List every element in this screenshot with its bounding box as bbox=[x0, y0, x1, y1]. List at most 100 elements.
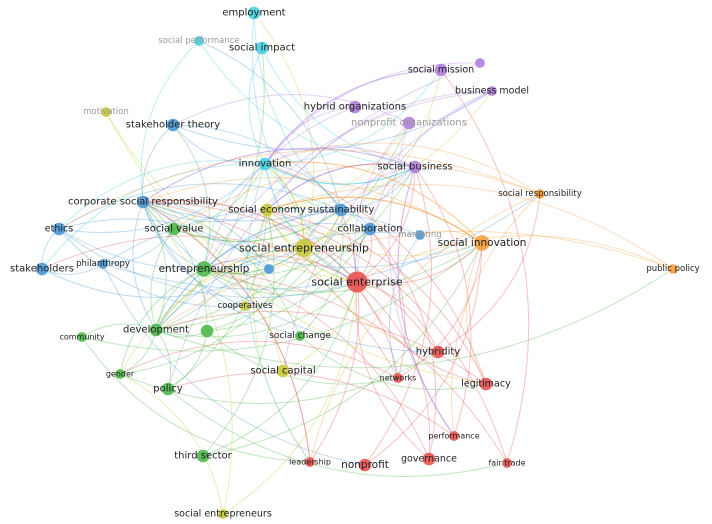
node-label[interactable]: marketing bbox=[398, 230, 441, 240]
node-label[interactable]: governance bbox=[401, 454, 457, 465]
node-label[interactable]: social enterprise bbox=[311, 276, 402, 289]
node-label[interactable]: social entrepreneurs bbox=[174, 509, 272, 520]
network-node[interactable] bbox=[167, 222, 181, 236]
node-label[interactable]: hybrid organizations bbox=[304, 102, 406, 113]
node-label[interactable]: development bbox=[123, 325, 189, 336]
network-node[interactable] bbox=[402, 116, 416, 130]
network-node[interactable] bbox=[434, 63, 448, 77]
network-node[interactable] bbox=[101, 107, 111, 117]
node-label[interactable]: social entrepreneurship bbox=[239, 242, 369, 255]
node-label[interactable]: community bbox=[59, 333, 104, 342]
node-label[interactable]: social performance bbox=[158, 36, 239, 46]
network-node[interactable] bbox=[535, 189, 545, 199]
network-node[interactable] bbox=[260, 203, 274, 217]
node-label[interactable]: cooperatives bbox=[218, 301, 273, 311]
node-label[interactable]: hybridity bbox=[416, 347, 461, 358]
network-node[interactable] bbox=[194, 36, 204, 46]
network-node[interactable] bbox=[98, 259, 108, 269]
node-label[interactable]: collaboration bbox=[337, 224, 402, 235]
node-label[interactable]: philanthropy bbox=[76, 259, 130, 269]
node-label[interactable]: employment bbox=[222, 8, 285, 19]
node-label[interactable]: third sector bbox=[174, 451, 232, 462]
network-node[interactable] bbox=[422, 452, 436, 466]
network-node[interactable] bbox=[346, 271, 368, 293]
network-node[interactable] bbox=[475, 58, 485, 68]
node-label[interactable]: public policy bbox=[646, 264, 699, 274]
node-label[interactable]: social responsibility bbox=[498, 189, 582, 199]
network-link bbox=[119, 373, 224, 515]
network-node[interactable] bbox=[334, 203, 348, 217]
network-node[interactable] bbox=[276, 364, 290, 378]
network-link bbox=[198, 40, 416, 168]
node-label[interactable]: social capital bbox=[250, 366, 315, 377]
network-node[interactable] bbox=[415, 230, 425, 240]
network-node[interactable] bbox=[487, 86, 497, 96]
network-node[interactable] bbox=[77, 332, 87, 342]
network-link bbox=[264, 163, 342, 211]
network-node[interactable] bbox=[264, 264, 274, 274]
network-node[interactable] bbox=[431, 345, 445, 359]
network-node[interactable] bbox=[294, 238, 314, 258]
network-node[interactable] bbox=[449, 431, 459, 441]
node-label[interactable]: social change bbox=[269, 331, 331, 341]
network-node[interactable] bbox=[35, 262, 49, 276]
network-node[interactable] bbox=[149, 323, 163, 337]
node-label[interactable]: performance bbox=[428, 432, 479, 441]
node-label[interactable]: ethics bbox=[45, 224, 73, 235]
network-node[interactable] bbox=[358, 458, 372, 472]
network-link bbox=[252, 209, 311, 463]
node-label[interactable]: nonprofit bbox=[341, 459, 389, 471]
network-node[interactable] bbox=[136, 195, 150, 209]
network-node[interactable] bbox=[247, 6, 261, 20]
node-label[interactable]: stakeholder theory bbox=[126, 120, 221, 131]
network-link bbox=[356, 235, 674, 283]
node-label[interactable]: stakeholders bbox=[10, 264, 74, 275]
node-label[interactable]: fair trade bbox=[488, 459, 525, 468]
node-label[interactable]: social mission bbox=[408, 65, 474, 76]
network-node[interactable] bbox=[305, 457, 315, 467]
node-label[interactable]: networks bbox=[380, 374, 417, 383]
node-label[interactable]: social economy bbox=[228, 205, 306, 216]
network-link bbox=[465, 242, 487, 385]
node-label[interactable]: entrepreneurship bbox=[159, 263, 250, 275]
node-label[interactable]: social business bbox=[377, 162, 452, 173]
network-node[interactable] bbox=[295, 331, 305, 341]
network-link bbox=[172, 124, 266, 165]
node-label[interactable]: business model bbox=[455, 86, 529, 97]
network-node[interactable] bbox=[161, 382, 175, 396]
network-node[interactable] bbox=[240, 301, 250, 311]
network-node[interactable] bbox=[115, 369, 125, 379]
node-label[interactable]: legitimacy bbox=[461, 379, 511, 390]
node-label[interactable]: sustainability bbox=[308, 205, 375, 216]
network-node[interactable] bbox=[408, 160, 422, 174]
network-node[interactable] bbox=[255, 41, 269, 55]
network-node[interactable] bbox=[363, 222, 377, 236]
network-node[interactable] bbox=[200, 324, 214, 338]
network-node[interactable] bbox=[258, 157, 272, 171]
network-node[interactable] bbox=[218, 509, 228, 519]
node-label[interactable]: motivation bbox=[83, 107, 129, 117]
network-node[interactable] bbox=[196, 261, 212, 277]
network-node[interactable] bbox=[502, 458, 512, 468]
node-label[interactable]: policy bbox=[153, 384, 183, 395]
network-link bbox=[173, 209, 342, 242]
node-label[interactable]: corporate social responsibility bbox=[68, 197, 218, 208]
network-node[interactable] bbox=[196, 449, 210, 463]
network-link bbox=[244, 209, 272, 307]
node-label[interactable]: social impact bbox=[229, 43, 295, 54]
node-label[interactable]: leadership bbox=[289, 458, 331, 467]
network-node[interactable] bbox=[52, 222, 66, 236]
network-node[interactable] bbox=[393, 373, 403, 383]
network-node[interactable] bbox=[166, 118, 180, 132]
node-label[interactable]: gender bbox=[106, 370, 135, 379]
network-node[interactable] bbox=[474, 235, 490, 251]
node-label[interactable]: innovation bbox=[239, 159, 292, 170]
node-label[interactable]: social value bbox=[144, 224, 203, 235]
network-link bbox=[155, 329, 172, 390]
network-node[interactable] bbox=[668, 264, 678, 274]
node-label[interactable]: nonprofit organizations bbox=[351, 118, 467, 129]
node-label[interactable]: social innovation bbox=[438, 237, 527, 249]
network-node[interactable] bbox=[479, 377, 493, 391]
network-node[interactable] bbox=[348, 100, 362, 114]
